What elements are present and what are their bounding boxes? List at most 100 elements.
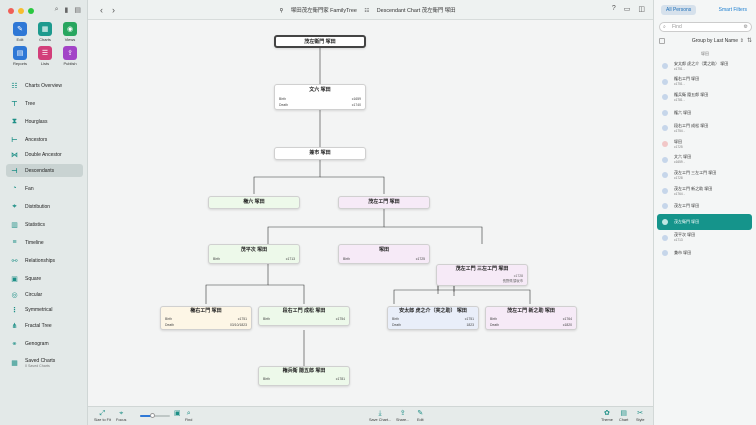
list-item-selected[interactable]: 茂左衛門 塚田	[657, 213, 752, 230]
views-tool-button[interactable]: ◉ Views	[58, 22, 82, 42]
find-field[interactable]: ⌕ Find ⚙	[659, 22, 752, 32]
pin-icon: ⚲	[279, 8, 284, 14]
edit-tool-button[interactable]: ✎ Edit	[8, 22, 32, 42]
style-button[interactable]: ✂Style	[636, 410, 645, 422]
reports-tool-button[interactable]: ▤ Reports	[8, 46, 32, 66]
nav-charts-overview[interactable]: ☷Charts Overview	[11, 82, 62, 90]
avatar	[662, 203, 668, 210]
person-card-root[interactable]: 茂左衛門 塚田	[274, 35, 366, 48]
focus-button[interactable]: ⌖Focus	[116, 410, 127, 422]
forward-chevron-icon[interactable]: ›	[112, 5, 115, 15]
list-item[interactable]: 兼市 塚田	[657, 245, 752, 261]
person-card[interactable]: 権六 塚田	[208, 196, 300, 209]
lists-tool-button[interactable]: ☰ Lists	[33, 46, 57, 66]
list-item[interactable]: 茂左エ門 塚田	[657, 198, 752, 214]
pencil-icon: ✎	[417, 410, 424, 417]
nav-ancestors[interactable]: ⊢Ancestors	[11, 136, 48, 144]
share-button[interactable]: ⇪Share...	[396, 410, 410, 422]
charts-icon: ▦	[38, 22, 52, 36]
main-toolbar: ✎ Edit ▦ Charts ◉ Views ▤ Reports ☰ List…	[8, 22, 82, 66]
panel-toggle-icon[interactable]: ◫	[638, 6, 645, 13]
tag-icon[interactable]: ⌕	[54, 6, 59, 13]
charts-overview-icon: ☷	[11, 82, 18, 90]
edit-button[interactable]: ✎Edit	[417, 410, 424, 422]
genogram-icon: ⚭	[11, 340, 18, 348]
distribution-icon: ⌖	[12, 202, 17, 210]
nav-hourglass[interactable]: ⧗Hourglass	[6, 115, 83, 128]
tab-all-persons[interactable]: All Persons	[661, 5, 697, 15]
nav-fan[interactable]: ◔Fan	[6, 182, 83, 195]
theme-button[interactable]: ✿Theme	[601, 410, 613, 422]
nav-double-ancestor[interactable]: ⋈Double Ancestor	[11, 152, 62, 160]
chart-settings-icon: ▤	[620, 410, 627, 417]
nav-relationships[interactable]: ⚯Relationships	[11, 257, 56, 265]
nav-symmetrical[interactable]: ⋮Symmetrical	[11, 307, 53, 315]
window-icon[interactable]: ▭	[623, 6, 631, 13]
avatar	[662, 172, 668, 179]
zoom-slider-knob[interactable]	[150, 413, 155, 418]
avatar	[662, 63, 668, 69]
nav-descendants[interactable]: ⊣Descendants	[6, 164, 83, 178]
group-by-select[interactable]: Group by Last Name ⇕ ⇅	[659, 36, 752, 46]
find-button[interactable]: ⌕Find	[185, 410, 193, 422]
sidebar-tools: ⌕ ▮ ▤	[55, 6, 81, 14]
window-title: ⚲ 塚田茂左衛門家 FamilyTree ☷ Descendant Chart …	[88, 6, 653, 14]
nav-fractal-tree[interactable]: ⋔Fractal Tree	[11, 322, 52, 330]
save-chart-button[interactable]: ⤓Save Chart...	[369, 410, 392, 422]
zoom-window-button[interactable]	[28, 8, 34, 14]
zoom-icon-button[interactable]: ▣	[174, 409, 181, 418]
charts-tool-button[interactable]: ▦ Charts	[33, 22, 57, 42]
nav-distribution[interactable]: ⌖Distribution	[6, 200, 83, 213]
nav-tree[interactable]: ⊤Tree	[11, 100, 36, 108]
tab-smart-filters[interactable]: Smart Filters	[718, 7, 747, 13]
nav-statistics[interactable]: ▥Statistics	[11, 221, 46, 229]
sidebar-toggle-icon[interactable]: ▤	[74, 7, 81, 14]
avatar	[662, 94, 668, 101]
gear-icon[interactable]: ⚙	[743, 24, 748, 30]
chart-settings-button[interactable]: ▤Chart	[619, 410, 629, 422]
nav-circular[interactable]: ◎Circular	[11, 291, 43, 299]
zoom-slider[interactable]	[140, 413, 170, 418]
person-card[interactable]: 茂左エ門 塚田	[338, 196, 430, 209]
person-card[interactable]: 兼市 塚田	[274, 147, 366, 160]
help-icon[interactable]: ?	[611, 5, 616, 12]
list-item[interactable]: 権六 塚田	[657, 105, 752, 121]
nav-timeline[interactable]: ≡Timeline	[6, 236, 83, 249]
publish-tool-button[interactable]: ⇪ Publish	[58, 46, 82, 66]
avatar	[662, 125, 668, 132]
share-icon: ⇪	[399, 410, 406, 417]
close-window-button[interactable]	[8, 8, 14, 14]
square-icon: ▣	[11, 275, 18, 283]
size-to-fit-button[interactable]: ⤢Size to Fit	[94, 410, 111, 422]
bookmark-icon[interactable]: ▮	[64, 7, 69, 14]
window-controls	[8, 8, 34, 14]
back-chevron-icon[interactable]: ‹	[100, 5, 103, 15]
nav-square[interactable]: ▣Square	[11, 275, 42, 283]
nav-genogram[interactable]: ⚭Genogram	[11, 340, 49, 348]
person-card[interactable]: 茂左エ門 三左エ門 塚田 c1728 長野県須坂市	[436, 264, 528, 286]
minimize-window-button[interactable]	[18, 8, 24, 14]
sort-icon[interactable]: ⇅	[746, 38, 752, 44]
download-icon: ⤓	[378, 410, 382, 417]
search-icon: ⌕	[186, 410, 191, 417]
